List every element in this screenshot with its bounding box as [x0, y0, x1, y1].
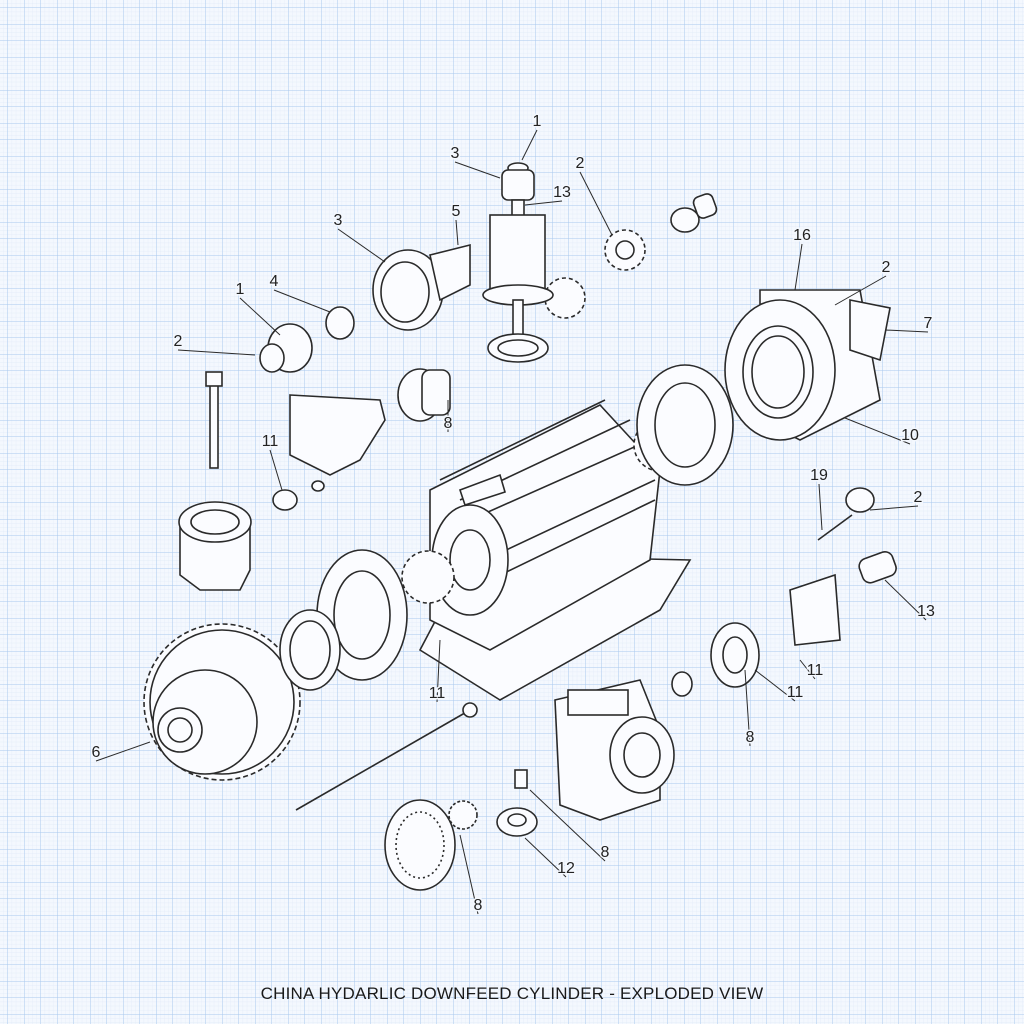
- leader-line: [884, 579, 927, 621]
- leader-line: [869, 505, 919, 511]
- leader-line: [818, 483, 823, 531]
- set-screw: [514, 769, 528, 789]
- leader-line: [95, 741, 151, 762]
- callout-number: 1: [236, 281, 245, 298]
- large-gear: [143, 623, 301, 781]
- leader-line: [455, 219, 459, 246]
- fitting-body: [858, 551, 897, 584]
- callout-number: 8: [444, 415, 453, 432]
- callout-number: 4: [270, 273, 279, 290]
- pinion-gear: [401, 550, 455, 604]
- leader-line: [754, 669, 796, 702]
- callout-number: 3: [451, 145, 460, 162]
- piston: [178, 501, 252, 591]
- leader-line: [529, 789, 606, 862]
- leader-line: [521, 129, 538, 161]
- leader-line: [524, 837, 567, 878]
- leader-line: [436, 639, 441, 703]
- leader-line: [337, 228, 386, 263]
- callout-number: 7: [924, 315, 933, 332]
- leader-line: [239, 297, 281, 336]
- leader-line: [834, 275, 887, 306]
- parts: [143, 162, 897, 891]
- leader-line: [884, 329, 929, 333]
- callout-number: 12: [557, 860, 575, 877]
- callout-number: 1: [533, 113, 542, 130]
- diagram-caption: CHINA HYDARLIC DOWNFEED CYLINDER - EXPLO…: [260, 984, 764, 1003]
- leader-line: [744, 669, 751, 747]
- washer: [325, 306, 355, 340]
- pinion-gear: [544, 277, 586, 319]
- tie-rod: [295, 709, 471, 811]
- leader-line: [454, 161, 501, 179]
- small-gear: [448, 800, 478, 830]
- callout-number: 10: [901, 427, 919, 444]
- fitting: [845, 487, 875, 513]
- leader-line: [794, 243, 803, 291]
- callout-number: 13: [917, 603, 935, 620]
- valve-spool-assembly: [482, 162, 554, 363]
- leader-line: [177, 349, 256, 356]
- clamp-plate: [789, 573, 841, 646]
- callout-number: 2: [174, 333, 183, 350]
- nut: [670, 207, 700, 233]
- callout-number: 13: [553, 184, 571, 201]
- bracket: [289, 394, 386, 476]
- button-plug: [272, 489, 298, 511]
- main-housing: [418, 399, 692, 701]
- valve-block: [554, 679, 675, 821]
- bolt: [209, 379, 219, 469]
- callout-number: 8: [474, 897, 483, 914]
- callout-number: 6: [92, 744, 101, 761]
- washer: [671, 671, 693, 697]
- callout-number: 11: [807, 662, 824, 679]
- callout-number: 16: [793, 227, 811, 244]
- callout-number: 11: [262, 433, 279, 450]
- callout-number: 2: [882, 259, 891, 276]
- leader-line: [799, 659, 816, 680]
- leader-line: [459, 834, 479, 915]
- leader-line: [579, 171, 613, 236]
- leader-line: [269, 449, 283, 491]
- callout-number: 2: [914, 489, 923, 506]
- callout-number: 2: [576, 155, 585, 172]
- callout-number: 11: [429, 685, 446, 702]
- leader-line: [524, 200, 563, 206]
- callout-number: 3: [334, 212, 343, 229]
- callout-number: 8: [601, 844, 610, 861]
- end-cap-housing: [724, 289, 891, 441]
- leader-line: [273, 289, 331, 313]
- callout-number: 8: [746, 729, 755, 746]
- callout-number: 11: [787, 684, 804, 701]
- leader-line: [844, 417, 911, 445]
- callout-number: 19: [810, 467, 828, 484]
- callout-number: 5: [452, 203, 461, 220]
